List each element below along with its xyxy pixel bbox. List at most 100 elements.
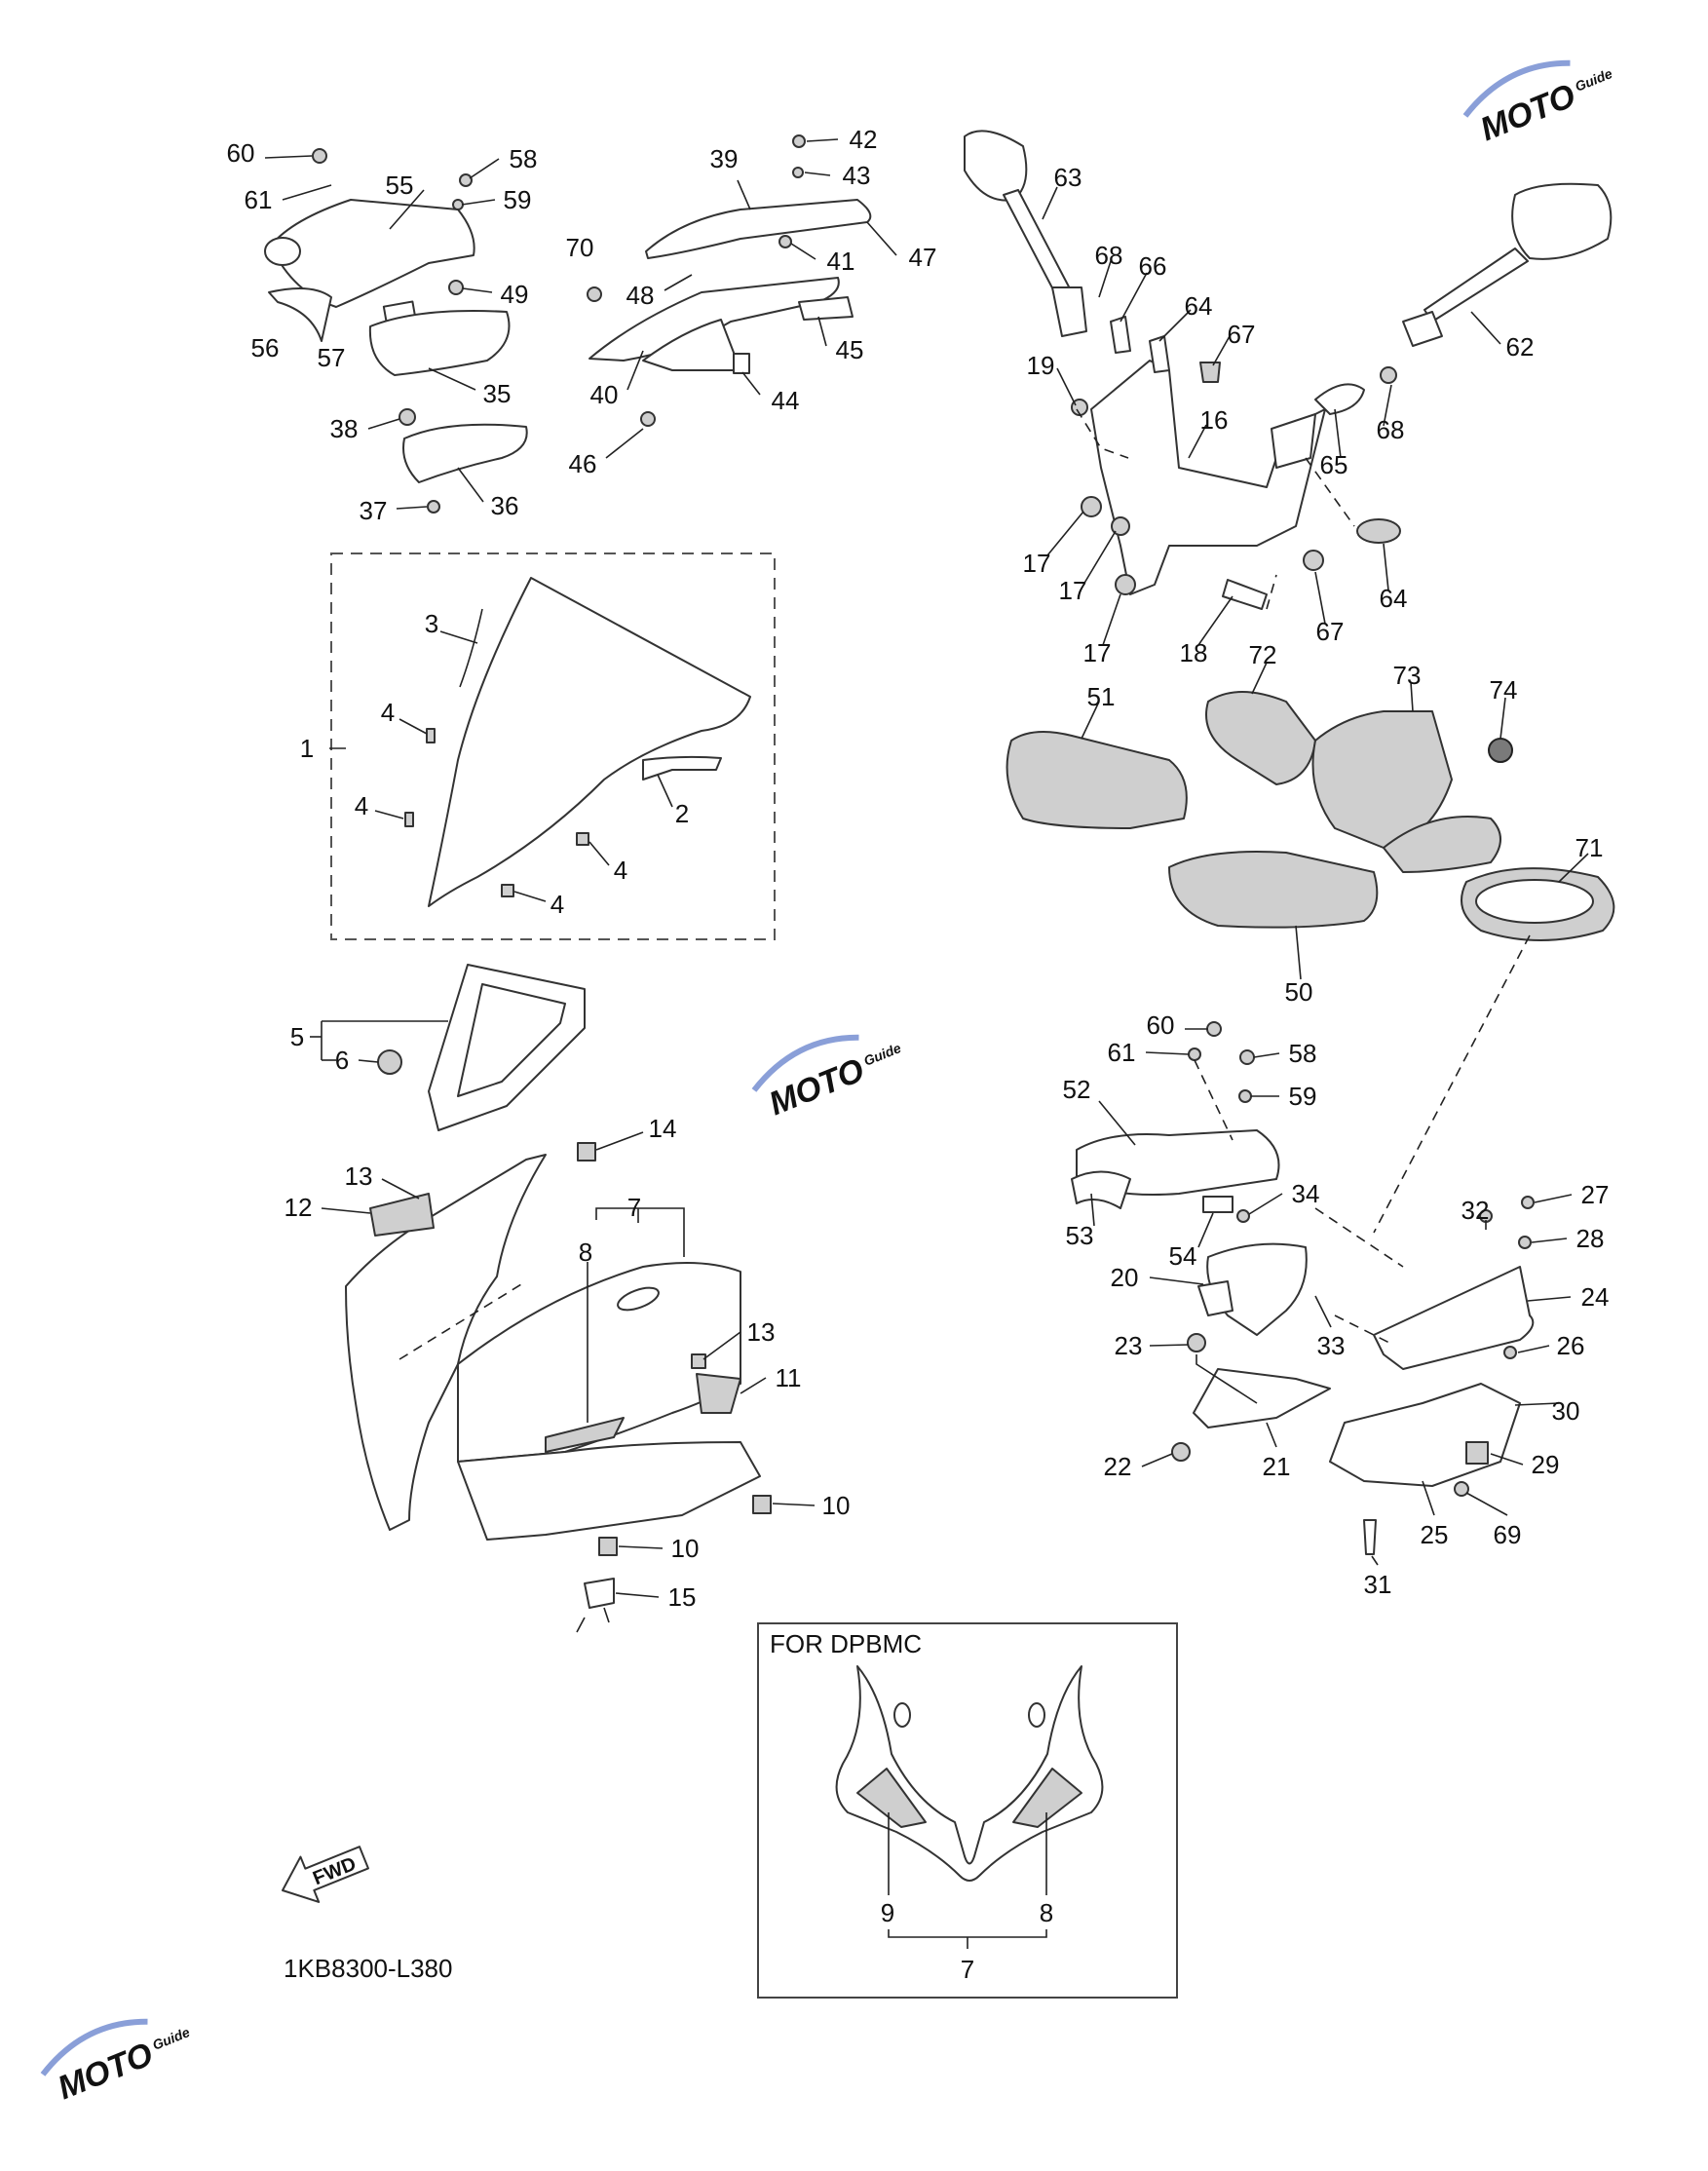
part-number-68: 68 xyxy=(1095,241,1123,270)
watermark-top-right: MOTO Guide xyxy=(1462,59,1614,148)
part-number-19: 19 xyxy=(1027,351,1055,380)
part-number-30: 30 xyxy=(1552,1396,1580,1426)
part-number-18: 18 xyxy=(1180,638,1208,667)
part-number-44: 44 xyxy=(772,386,800,415)
mirror-stay-group xyxy=(964,130,1613,646)
part-number-36: 36 xyxy=(491,491,519,520)
part-number-59: 59 xyxy=(1289,1082,1317,1111)
part-number-39: 39 xyxy=(710,144,739,173)
part-number-17: 17 xyxy=(1083,638,1112,667)
part-number-11: 11 xyxy=(776,1363,802,1392)
part-number-4: 4 xyxy=(355,791,368,820)
part-number-4: 4 xyxy=(381,698,395,727)
part-number-67: 67 xyxy=(1228,320,1256,349)
part-number-13: 13 xyxy=(345,1162,373,1191)
part-number-34: 34 xyxy=(1292,1179,1320,1208)
part-number-69: 69 xyxy=(1494,1520,1522,1549)
part-number-72: 72 xyxy=(1249,640,1277,669)
part-number-47: 47 xyxy=(909,243,937,272)
watermark-middle: MOTO Guide xyxy=(751,1034,903,1123)
part-number-37: 37 xyxy=(360,496,388,525)
part-number-32: 32 xyxy=(1461,1196,1490,1225)
part-number-27: 27 xyxy=(1581,1180,1610,1209)
part-number-60: 60 xyxy=(1147,1010,1175,1040)
part-number-68: 68 xyxy=(1377,415,1405,444)
part-number-58: 58 xyxy=(510,144,538,173)
part-number-61: 61 xyxy=(1108,1038,1136,1067)
part-number-8: 8 xyxy=(1040,1898,1053,1927)
air-duct-group xyxy=(1006,662,1615,1234)
part-number-2: 2 xyxy=(675,799,689,828)
part-number-57: 57 xyxy=(318,343,346,372)
part-number-16: 16 xyxy=(1200,405,1229,435)
part-number-60: 60 xyxy=(227,138,255,168)
windscreen-group xyxy=(329,552,776,940)
meter-bracket-group xyxy=(587,134,897,459)
upper-cowling-group xyxy=(321,1131,816,1633)
part-number-38: 38 xyxy=(330,414,359,443)
part-number-70: 70 xyxy=(566,233,594,262)
part-number-20: 20 xyxy=(1111,1263,1139,1292)
part-number-9: 9 xyxy=(881,1898,894,1927)
part-number-62: 62 xyxy=(1506,332,1535,362)
duct-cover-group xyxy=(264,148,528,514)
part-number-24: 24 xyxy=(1581,1282,1610,1312)
part-number-42: 42 xyxy=(850,125,878,154)
part-number-50: 50 xyxy=(1285,977,1313,1007)
part-number-4: 4 xyxy=(614,856,627,885)
part-number-73: 73 xyxy=(1393,661,1422,690)
part-number-5: 5 xyxy=(290,1022,304,1051)
part-number-6: 6 xyxy=(335,1046,349,1075)
part-number-31: 31 xyxy=(1364,1570,1392,1599)
diagram-code: 1KB8300-L380 xyxy=(284,1954,452,1983)
part-number-14: 14 xyxy=(649,1114,677,1143)
variant-box: FOR DPBMC xyxy=(757,1622,1178,1999)
watermark-sub: Guide xyxy=(1573,65,1614,95)
part-number-4: 4 xyxy=(550,890,564,919)
part-number-49: 49 xyxy=(501,280,529,309)
part-number-74: 74 xyxy=(1490,675,1518,705)
part-number-71: 71 xyxy=(1575,833,1604,862)
part-number-54: 54 xyxy=(1169,1241,1197,1271)
part-number-58: 58 xyxy=(1289,1039,1317,1068)
part-number-22: 22 xyxy=(1104,1452,1132,1481)
watermark-sub: Guide xyxy=(150,2024,192,2053)
part-number-1: 1 xyxy=(300,734,314,763)
part-number-12: 12 xyxy=(285,1193,313,1222)
part-number-63: 63 xyxy=(1054,163,1082,192)
part-number-8: 8 xyxy=(579,1238,592,1267)
part-number-15: 15 xyxy=(668,1582,697,1612)
part-number-40: 40 xyxy=(590,380,619,409)
part-number-48: 48 xyxy=(626,281,655,310)
part-number-43: 43 xyxy=(843,161,871,190)
part-number-61: 61 xyxy=(245,185,273,214)
part-number-7: 7 xyxy=(961,1955,974,1984)
part-number-56: 56 xyxy=(251,333,280,362)
part-number-46: 46 xyxy=(569,449,597,478)
part-number-26: 26 xyxy=(1557,1331,1585,1360)
part-number-35: 35 xyxy=(483,379,512,408)
part-number-13: 13 xyxy=(747,1317,776,1347)
part-number-64: 64 xyxy=(1185,291,1213,321)
part-number-28: 28 xyxy=(1576,1224,1605,1253)
variant-label: FOR DPBMC xyxy=(770,1629,922,1658)
watermark-bottom-left: MOTO Guide xyxy=(40,2018,192,2107)
part-number-7: 7 xyxy=(627,1193,641,1222)
part-number-65: 65 xyxy=(1320,450,1348,479)
part-number-55: 55 xyxy=(386,171,414,200)
part-number-52: 52 xyxy=(1063,1075,1091,1104)
windscreen-dashed-box xyxy=(330,552,776,940)
lower-bracket-group xyxy=(1071,1021,1573,1566)
part-number-10: 10 xyxy=(671,1534,700,1563)
part-number-45: 45 xyxy=(836,335,864,364)
part-number-3: 3 xyxy=(425,609,438,638)
part-number-66: 66 xyxy=(1139,251,1167,281)
inner-panel-group xyxy=(310,964,586,1131)
part-number-29: 29 xyxy=(1532,1450,1560,1479)
part-number-21: 21 xyxy=(1263,1452,1291,1481)
part-number-33: 33 xyxy=(1317,1331,1346,1360)
fwd-arrow-icon: FWD xyxy=(282,1846,369,1903)
